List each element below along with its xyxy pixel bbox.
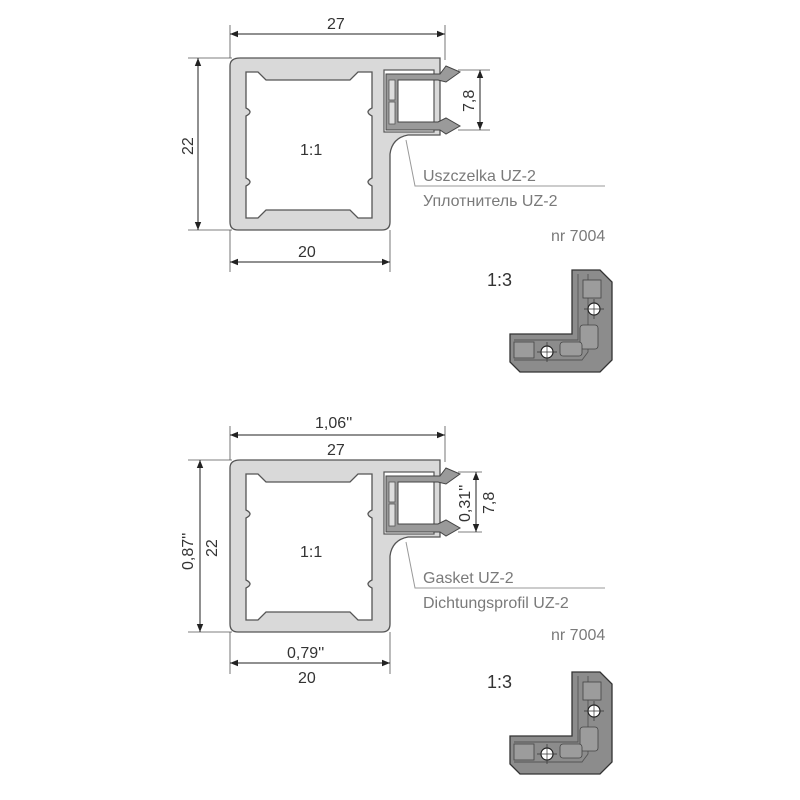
corner-connector-image	[509, 671, 613, 775]
part-number: nr 7004	[551, 627, 605, 644]
bottom-width-inch-dimension: 0,79''	[287, 645, 324, 662]
gasket-height-dimension: 7,8	[461, 90, 478, 112]
metric-drawing: 1:1 27 22 20 7,8 Uszczelka UZ-2 Уплотнит…	[180, 16, 613, 373]
gasket-label-en: Gasket UZ-2	[423, 570, 514, 587]
gasket-label-de: Dichtungsprofil UZ-2	[423, 595, 569, 612]
width-inch-dimension: 1,06''	[315, 415, 352, 432]
imperial-drawing: 1:1 1,06'' 27 0,87'' 22 0,79'' 20 0,31''…	[180, 415, 613, 775]
bottom-width-dimension: 20	[298, 670, 316, 687]
corner-scale-label: 1:3	[487, 270, 512, 290]
corner-connector-image	[509, 269, 613, 373]
scale-label: 1:1	[300, 544, 322, 561]
bottom-width-dimension: 20	[298, 244, 316, 261]
width-dimension: 27	[327, 442, 345, 459]
part-number: nr 7004	[551, 228, 605, 245]
corner-scale-label: 1:3	[487, 672, 512, 692]
scale-label: 1:1	[300, 142, 322, 159]
gasket-label-ru: Уплотнитель UZ-2	[423, 193, 558, 210]
width-dimension: 27	[327, 16, 345, 33]
gasket-height-inch-dimension: 0,31''	[457, 485, 474, 522]
gasket-label-pl: Uszczelka UZ-2	[423, 168, 536, 185]
height-dimension: 22	[204, 539, 221, 557]
height-dimension: 22	[180, 137, 197, 155]
gasket-height-dimension: 7,8	[481, 492, 498, 514]
height-inch-dimension: 0,87''	[180, 533, 197, 570]
